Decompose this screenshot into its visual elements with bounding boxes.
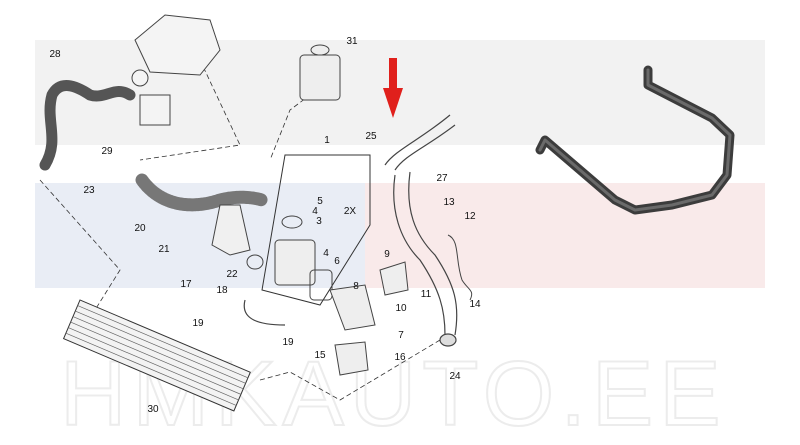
kit-1-frame	[261, 154, 371, 306]
egr-valve-31	[299, 44, 341, 101]
callout-22: 22	[226, 269, 238, 280]
hose-20	[135, 173, 269, 212]
callout-12: 12	[464, 211, 476, 222]
callout-10: 10	[395, 303, 407, 314]
callout-27: 27	[436, 173, 448, 184]
hose-photo	[535, 65, 735, 215]
callout-4: 4	[312, 206, 318, 217]
callout-7: 7	[398, 330, 404, 341]
callout-1: 1	[324, 135, 330, 146]
callout-20: 20	[134, 223, 146, 234]
callout-5: 5	[317, 196, 323, 207]
egr-valve-kit	[274, 215, 333, 301]
red-arrow-down-icon	[383, 58, 403, 118]
callout-28: 28	[49, 49, 61, 60]
callout-13: 13	[443, 197, 455, 208]
callout-3: 3	[316, 216, 322, 227]
brackets	[329, 261, 409, 376]
intercooler-30	[62, 299, 251, 412]
callout-14: 14	[469, 299, 481, 310]
callout-19: 19	[192, 318, 204, 329]
callout-19: 19	[282, 337, 294, 348]
callout-8: 8	[353, 281, 359, 292]
callout-29: 29	[101, 146, 113, 157]
air-filter-box	[131, 14, 221, 126]
callout-16: 16	[394, 352, 406, 363]
callout-18: 18	[216, 285, 228, 296]
sensor-harness-12	[447, 234, 473, 301]
hose-28	[39, 80, 136, 171]
callout-11: 11	[421, 289, 432, 300]
callout-23: 23	[83, 185, 95, 196]
callout-30: 30	[147, 404, 159, 415]
callout-15: 15	[314, 350, 326, 361]
callout-31: 31	[346, 36, 358, 47]
callout-24: 24	[449, 371, 461, 382]
cooler-pipe-24	[384, 114, 458, 347]
callout-17: 17	[180, 279, 192, 290]
callout-25: 25	[365, 131, 377, 142]
callout-6: 6	[334, 256, 340, 267]
turbo-pipe-22	[211, 204, 264, 270]
callout-2X: 2X	[344, 206, 357, 217]
callout-21: 21	[158, 244, 170, 255]
callout-4: 4	[323, 248, 329, 259]
hose-18	[243, 299, 286, 326]
callout-9: 9	[384, 249, 390, 260]
